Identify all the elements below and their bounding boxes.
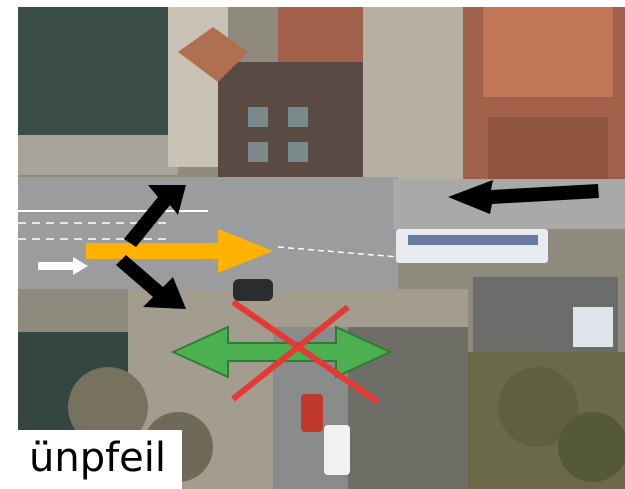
tram bbox=[396, 229, 548, 263]
water-top bbox=[18, 7, 178, 137]
road-main bbox=[18, 177, 398, 289]
quay bbox=[18, 135, 178, 175]
trees-left bbox=[68, 367, 148, 447]
plaza-top bbox=[363, 7, 463, 182]
roof-tower bbox=[178, 27, 248, 82]
aerial-map bbox=[18, 7, 625, 489]
white-van bbox=[324, 425, 350, 475]
yellow-arrow-straight bbox=[86, 229, 273, 273]
caption-text: ünpfeil bbox=[28, 435, 166, 481]
red-x-over-green-arrow bbox=[231, 299, 380, 405]
black-arrow-turn-up bbox=[124, 185, 186, 247]
black-arrow-left bbox=[448, 180, 599, 214]
black-arrow-turn-down bbox=[116, 255, 186, 309]
red-car bbox=[301, 394, 323, 432]
dark-car bbox=[233, 279, 273, 301]
map-canvas bbox=[18, 7, 625, 489]
caption-label: ünpfeil bbox=[0, 430, 182, 489]
green-double-arrow bbox=[170, 325, 393, 379]
road-arrow-marking bbox=[38, 257, 88, 275]
